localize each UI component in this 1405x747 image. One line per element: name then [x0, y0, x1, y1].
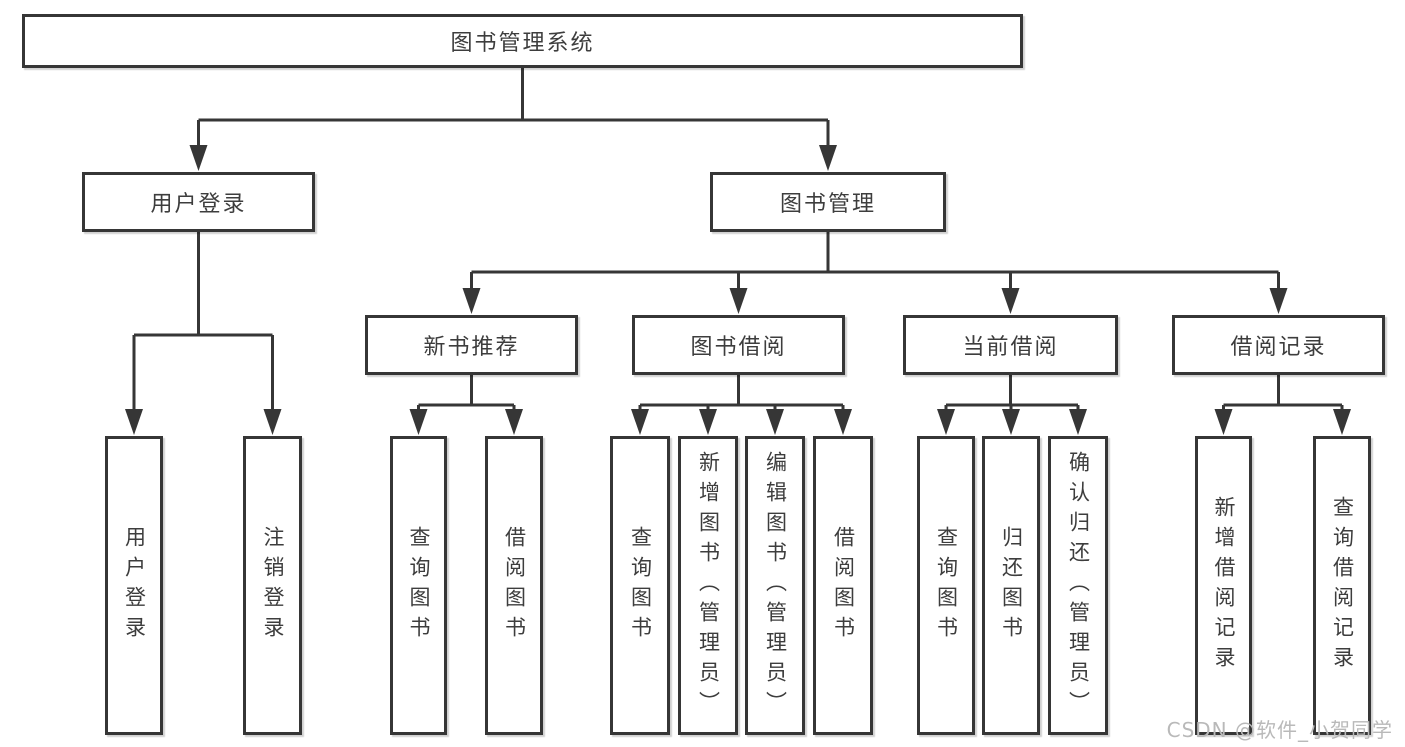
node-label: 借阅图书 — [502, 525, 527, 646]
node-leaf-bb-add-books-admin: 新增图书（管理员） — [678, 436, 738, 735]
node-label: 查询图书 — [407, 525, 431, 646]
arrowhead-icon — [1269, 288, 1288, 314]
arrowhead-icon — [409, 409, 428, 435]
arrowhead-icon — [937, 409, 955, 435]
node-leaf-bb-edit-books-admin: 编辑图书（管理员） — [745, 436, 805, 735]
node-leaf-br-add-record: 新增借阅记录 — [1195, 436, 1252, 735]
node-label: 注销登录 — [261, 525, 285, 646]
arrowhead-icon — [1214, 409, 1233, 435]
node-leaf-cb-confirm-return-admin: 确认归还（管理员） — [1048, 436, 1108, 735]
node-leaf-rec-query-books: 查询图书 — [390, 436, 447, 735]
arrowhead-icon — [189, 145, 208, 171]
node-label: 当前借阅 — [962, 335, 1059, 360]
arrowhead-icon — [1069, 409, 1087, 435]
node-user-login: 用户登录 — [82, 172, 315, 232]
node-leaf-cb-query-books: 查询图书 — [917, 436, 975, 735]
node-leaf-cb-return-books: 归还图书 — [982, 436, 1040, 735]
node-leaf-bb-borrow-books: 借阅图书 — [813, 436, 873, 735]
node-label: 图书管理 — [779, 192, 876, 217]
node-label: 用户登录 — [150, 192, 247, 217]
arrowhead-icon — [125, 409, 143, 435]
arrowhead-icon — [1333, 409, 1351, 435]
node-label: 借阅图书 — [831, 525, 856, 646]
arrowhead-icon — [263, 409, 282, 435]
node-label: 查询图书 — [628, 525, 653, 646]
node-label: 借阅记录 — [1230, 335, 1327, 360]
arrowhead-icon — [1001, 288, 1020, 314]
node-leaf-logout: 注销登录 — [243, 436, 302, 735]
node-label: 图书借阅 — [690, 335, 787, 360]
node-label: 编辑图书（管理员） — [763, 450, 788, 721]
node-label: 查询图书 — [934, 525, 959, 646]
node-new-book-recommend: 新书推荐 — [365, 315, 578, 375]
arrowhead-icon — [766, 409, 784, 435]
arrowhead-icon — [505, 409, 523, 435]
node-label: 归还图书 — [999, 525, 1024, 646]
node-label: 查询借阅记录 — [1330, 495, 1355, 676]
node-label: 图书管理系统 — [450, 31, 595, 56]
node-system-root: 图书管理系统 — [22, 14, 1023, 68]
arrowhead-icon — [1002, 409, 1020, 435]
node-label: 新增图书（管理员） — [696, 450, 721, 721]
arrowhead-icon — [462, 288, 481, 314]
arrowhead-icon — [631, 409, 649, 435]
node-leaf-rec-borrow-books: 借阅图书 — [485, 436, 543, 735]
node-label: 新增借阅记录 — [1212, 495, 1236, 676]
arrowhead-icon — [699, 409, 717, 435]
node-label: 新书推荐 — [423, 335, 520, 360]
node-borrowing-records: 借阅记录 — [1172, 315, 1385, 375]
node-book-borrowing: 图书借阅 — [632, 315, 845, 375]
node-leaf-br-query-record: 查询借阅记录 — [1313, 436, 1371, 735]
node-label: 用户登录 — [122, 525, 147, 646]
node-label: 确认归还（管理员） — [1066, 450, 1091, 721]
arrowhead-icon — [834, 409, 852, 435]
arrowhead-icon — [819, 145, 837, 171]
arrowhead-icon — [729, 288, 748, 314]
node-leaf-bb-query-books: 查询图书 — [610, 436, 670, 735]
node-current-borrowing: 当前借阅 — [903, 315, 1118, 375]
watermark: CSDN @软件_小贺同学 — [1166, 718, 1393, 742]
node-book-management: 图书管理 — [710, 172, 946, 232]
node-leaf-user-login: 用户登录 — [105, 436, 163, 735]
